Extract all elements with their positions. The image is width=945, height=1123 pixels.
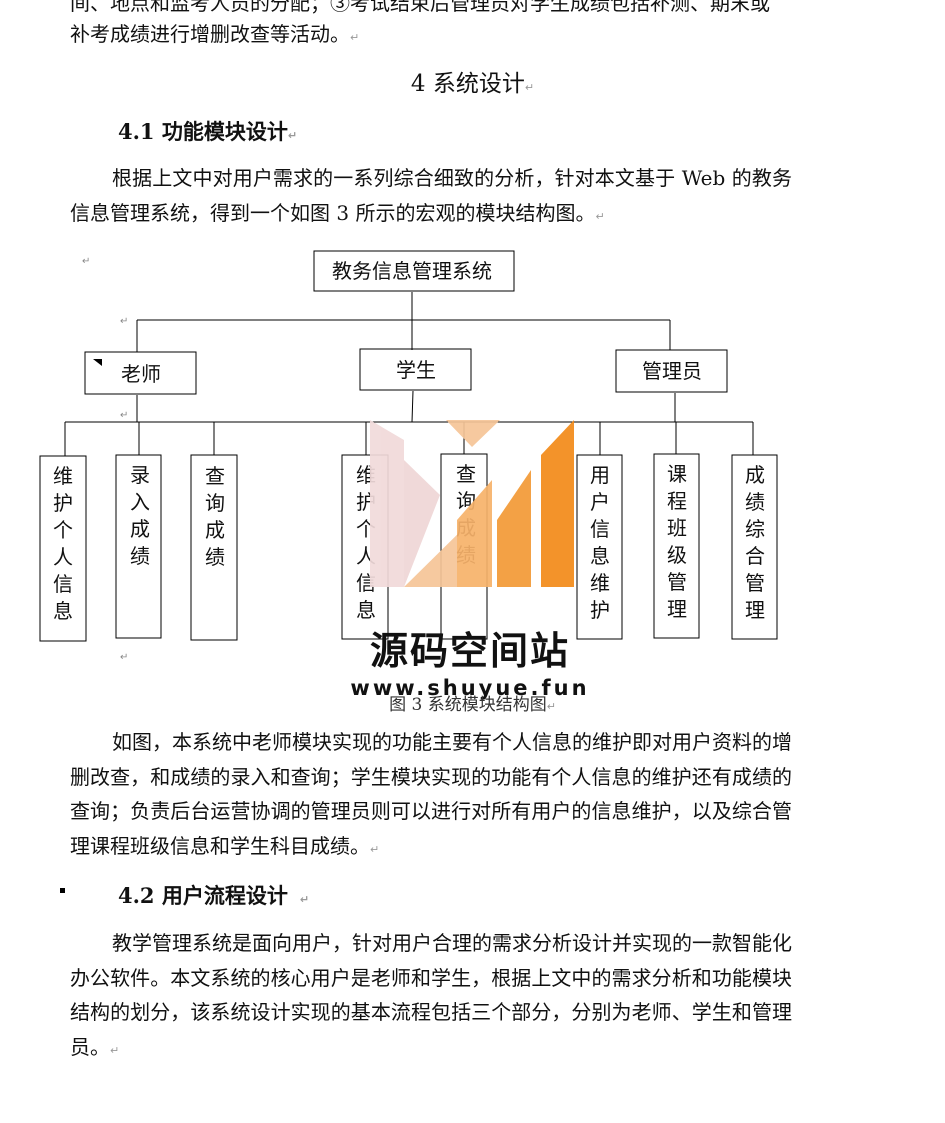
leaf-box — [731, 454, 778, 640]
subsection-title-4-1: 4.1 功能模块设计↵ — [118, 119, 298, 144]
top-paragraph-line2: 补考成绩进行增删改查等活动。↵ — [70, 22, 360, 46]
figure-caption: 图 3 系统模块结构图↵ — [389, 695, 556, 715]
teacher-box — [84, 351, 197, 395]
leaf-label: 录入成绩 — [130, 463, 150, 568]
svg-text:↵: ↵ — [120, 316, 128, 327]
paragraph-user-flow: 教学管理系统是面向用户，针对用户合理的需求分析设计并实现的一款智能化办公软件。本… — [70, 931, 792, 1059]
watermark-title: 源码空间站 — [369, 629, 570, 673]
admin-label: 管理员 — [642, 359, 702, 383]
root-label: 教务信息管理系统 — [332, 259, 492, 283]
leaf-label: 用户信息维护 — [590, 463, 610, 622]
svg-text:↵: ↵ — [82, 256, 90, 267]
teacher-label: 老师 — [121, 362, 161, 386]
watermark-url: www.shuyue.fun — [350, 676, 590, 700]
top-paragraph-line1: 间、地点和监考人员的分配；③考试结束后管理员对学生成绩包括补测、期末或 — [70, 0, 770, 15]
root-box — [313, 250, 515, 292]
svg-text:↵: ↵ — [120, 410, 128, 421]
student-label: 学生 — [396, 358, 436, 382]
leaf-box — [115, 454, 162, 639]
leaf-label: 维护个人信息 — [53, 464, 73, 623]
leaf-box — [39, 455, 87, 642]
leaf-label: 查询成绩 — [205, 464, 225, 569]
section-title: 4 系统设计↵ — [410, 71, 535, 97]
subsection-title-4-2: 4.2 用户流程设计↵ — [118, 883, 310, 908]
paragraph-description: 如图，本系统中老师模块实现的功能主要有个人信息的维护即对用户资料的增删改查，和成… — [70, 730, 792, 858]
resize-handle-icon — [93, 359, 102, 366]
student-box — [359, 348, 472, 391]
leaf-label: 成绩综合管理 — [745, 463, 765, 622]
list-bullet-icon — [60, 888, 65, 893]
leaf-box — [576, 454, 623, 640]
leaf-box — [190, 454, 238, 641]
leaf-label: 课程班级管理 — [667, 462, 687, 621]
paragraph-intro: 根据上文中对用户需求的一系列综合细致的分析，针对本文基于 Web 的教务信息管理… — [70, 166, 792, 225]
watermark-logo-icon — [370, 420, 574, 587]
svg-text:↵: ↵ — [120, 652, 128, 663]
leaf-box — [653, 453, 700, 639]
admin-box — [615, 349, 728, 393]
